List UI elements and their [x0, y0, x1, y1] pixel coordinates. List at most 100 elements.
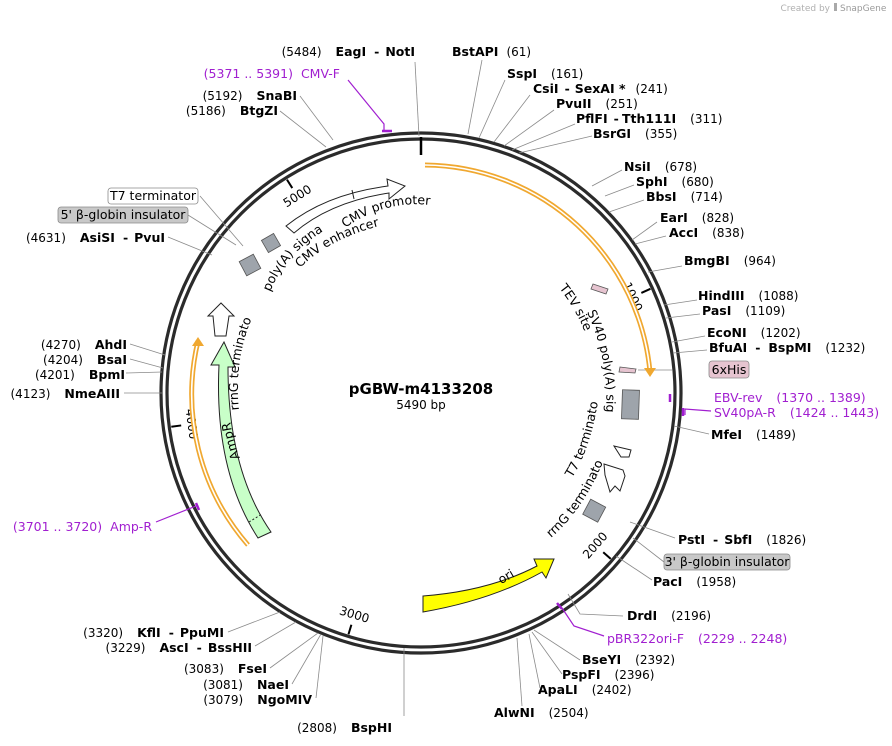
- site-psti: PstI-SbfI(1826): [678, 532, 806, 547]
- site-bstapi: BstAPI(61): [452, 44, 531, 59]
- site-sspi: SspI(161): [507, 66, 583, 81]
- primer-pbr322-line: [561, 607, 605, 637]
- label-rrng-terminator-right: rrnG terminator: [0, 0, 606, 540]
- snapgene-logo-icon: [834, 3, 837, 11]
- site-apali: ApaLI(2402): [538, 682, 632, 697]
- site-pspfi: PspFI(2396): [562, 667, 654, 682]
- site-bpmi: (4201)BpmI: [35, 367, 125, 382]
- t7-terminator-feature-box: [238, 253, 262, 277]
- cmv-promoter-arrow: [285, 178, 406, 234]
- globin-insulator-5-feature-box: [260, 232, 282, 254]
- primer-pbr322-label: pBR322ori-F(2229 .. 2248): [607, 631, 787, 646]
- site-acci: AccI(838): [669, 225, 744, 240]
- site-bmgbi: BmgBI(964): [684, 253, 776, 268]
- ori-feature-arrow: [422, 558, 555, 613]
- primer-annotations: [155, 79, 712, 637]
- site-pflfi: PflFI-Tth111I(311): [576, 111, 722, 126]
- tick-label-5000: 5000: [281, 182, 314, 210]
- leader-sspi: [478, 79, 506, 139]
- label-ampr: AmpR: [218, 421, 242, 462]
- site-fsei: (3083)FseI: [184, 661, 267, 676]
- sv40-polya-feature-box: [621, 389, 640, 420]
- label-rrng-terminator-left: rrnG terminator: [0, 0, 254, 411]
- leader-naei: [291, 633, 322, 685]
- site-btgzi: (5186)BtgZI: [186, 103, 278, 118]
- snapgene-credit: Created by SnapGene: [780, 3, 887, 14]
- leader-bseyi: [533, 629, 581, 661]
- beta-globin-5-box-label: 5' β-globin insulator: [61, 207, 187, 222]
- leader-alwni: [516, 637, 523, 707]
- leader-5-globin: [187, 214, 237, 246]
- beta-globin-5-box: [57, 206, 189, 224]
- site-pasi: PasI(1109): [702, 303, 785, 318]
- primer-ebvrev-label: EBV-rev(1370 .. 1389): [714, 390, 866, 405]
- leader-drdi: [567, 593, 624, 617]
- site-bseyi: BseYI(2392): [582, 652, 675, 667]
- insert-arc-left-arrowhead: [192, 337, 204, 346]
- boxed-labels: T7 terminator 5' β-globin insulator 6xHi…: [57, 187, 791, 571]
- label-polya-signal: poly(A) signal: [0, 0, 325, 293]
- leader-t7-terminator: [199, 195, 244, 247]
- site-naei: (3081)NaeI: [203, 677, 289, 692]
- leader-ngomiv: [315, 635, 324, 699]
- his-tag-box: [708, 360, 750, 379]
- t7-terminator-box-label: T7 terminator: [109, 188, 197, 203]
- leader-apali: [528, 633, 541, 689]
- his-tag-feature: [618, 366, 637, 374]
- leader-bsai: [129, 358, 164, 369]
- primer-ampr-mark: [194, 502, 201, 511]
- site-ngomiv: (3079)NgoMIV: [203, 692, 312, 707]
- leader-pspfi: [531, 631, 563, 675]
- tick-mark-1000: [640, 287, 651, 294]
- leader-bfuai: [672, 349, 708, 354]
- leader-3-globin: [632, 537, 665, 563]
- leader-econi: [671, 335, 706, 343]
- his-tag-box-label: 6xHis: [712, 362, 747, 377]
- plasmid-title-block: pGBW-m4133208 5490 bp: [349, 380, 493, 412]
- site-eari: EarI(828): [660, 210, 734, 225]
- tick-label-2000: 2000: [580, 529, 611, 561]
- primer-cmvf-label: (5371 .. 5391)CMV-F: [204, 66, 340, 81]
- t7-terminator-inner-arrow: [612, 445, 632, 458]
- site-ahdi: (4270)AhdI: [41, 337, 127, 352]
- tick-mark-3000: [347, 624, 353, 635]
- site-econi: EcoNI(1202): [707, 325, 801, 340]
- leader-pvuii: [503, 109, 555, 147]
- site-asisi: (4631)AsiSI-PvuI: [26, 230, 165, 245]
- primer-labels: (5371 .. 5391)CMV-F EBV-rev(1370 .. 1389…: [13, 66, 879, 646]
- primer-sv40par-label: SV40pA-R(1424 .. 1443): [714, 405, 879, 420]
- site-hindiii: HindIII(1088): [698, 288, 798, 303]
- site-paci: PacI(1958): [653, 574, 736, 589]
- site-eagi: (5484)EagI-NotI: [282, 44, 415, 59]
- site-bsai: (4204)BsaI: [43, 352, 127, 367]
- primer-sv40par-line: [684, 408, 712, 415]
- leader-eagi: [414, 61, 420, 137]
- tev-site-feature: [590, 283, 609, 295]
- credit-brand: SnapGene: [840, 4, 887, 14]
- leader-sphi: [604, 184, 635, 197]
- rrng-terminator-right-arrow: [603, 463, 626, 494]
- site-bbsi: BbsI(714): [646, 189, 723, 204]
- rrng-terminator-left-arrow: [206, 302, 236, 337]
- site-sphi: SphI(680): [636, 174, 714, 189]
- leader-pasi: [665, 313, 701, 319]
- leader-pflfi: [511, 123, 576, 151]
- leader-paci: [615, 555, 653, 581]
- leader-asci: [254, 621, 297, 647]
- leader-bbsi: [608, 199, 645, 213]
- leader-bpmi: [125, 371, 163, 374]
- tick-mark-4000: [171, 424, 182, 428]
- tick-mark-5000: [286, 179, 294, 189]
- primer-ampr-line: [155, 505, 197, 523]
- primer-pbr322-mark: [556, 602, 563, 610]
- site-alwni: AlwNI(2504): [494, 705, 589, 720]
- cmv-divider: [351, 189, 355, 200]
- site-bsphi: (2808)BspHI: [297, 720, 392, 735]
- leader-acci: [634, 235, 667, 245]
- leader-bmgbi: [647, 265, 683, 273]
- leader-bstapi: [467, 59, 483, 135]
- plasmid-length: 5490 bp: [396, 398, 446, 412]
- site-kfli: (3320)KflI-PpuMI: [83, 625, 224, 640]
- ampr-dashed-mark: [248, 513, 263, 523]
